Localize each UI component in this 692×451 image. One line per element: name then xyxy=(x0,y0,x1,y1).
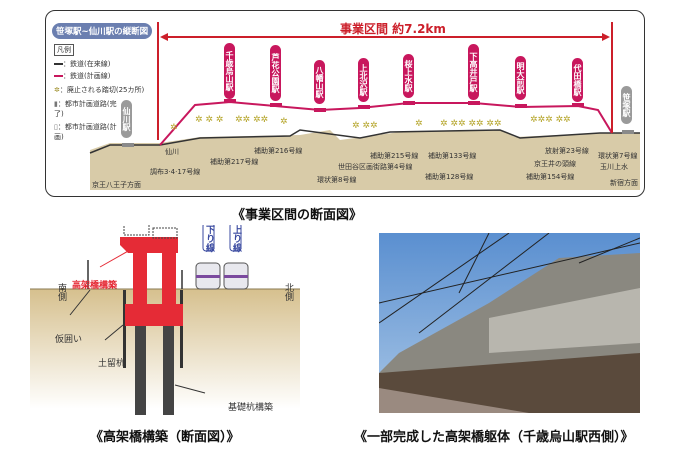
legend-item: ：都市計画道路(計画) xyxy=(54,123,117,141)
viaduct-column xyxy=(133,253,147,308)
down-line-label: 下り線 xyxy=(204,225,214,252)
profile-caption: 《事業区間の断面図》 xyxy=(232,208,363,223)
station-kamikitazawa: 上北沢駅 xyxy=(358,58,369,102)
station-meidaimae: 明大前駅 xyxy=(515,56,526,100)
foundation-pile-label: 基礎杭構築 xyxy=(228,403,274,413)
road-label: 環状第8号線 xyxy=(317,176,357,184)
station-daitabashi: 代田橋駅 xyxy=(572,58,583,102)
platforms xyxy=(122,99,634,147)
ground xyxy=(90,130,640,190)
structure-diagram xyxy=(30,225,300,415)
station-sakurajosui: 桜上水駅 xyxy=(403,54,414,98)
svg-text:✲ ✲✲: ✲ ✲✲ xyxy=(352,121,377,131)
road-label: 補助第217号線 xyxy=(210,158,259,166)
road-label: 補助第128号線 xyxy=(425,173,474,181)
viaduct-deck xyxy=(120,237,178,253)
retaining-pile xyxy=(123,290,126,368)
road-planned-icon: ▯ xyxy=(54,123,58,131)
legend-heading: 凡例 xyxy=(54,44,74,56)
crossing-icon: ✲ xyxy=(54,86,60,94)
existing-line-swatch xyxy=(54,63,63,65)
viaduct-footing xyxy=(125,304,183,326)
road-label: 京王井の頭線 xyxy=(534,160,576,168)
road-label: 調布3·4·17号線 xyxy=(150,168,201,176)
arrow-head-right xyxy=(602,33,610,41)
foundation-pile xyxy=(163,325,174,415)
station-sengawa: 仙川駅 xyxy=(121,100,132,138)
svg-text:✲: ✲ xyxy=(415,119,423,129)
road-label: 補助第154号線 xyxy=(526,173,575,181)
legend: 凡例 ：鉄道(在来線) ：鉄道(計画線) ✲：廃止される踏切(25カ所) ▮：都… xyxy=(54,44,144,142)
future-train-outline xyxy=(123,225,150,236)
legend-item: ：鉄道(在来線) xyxy=(63,60,111,68)
train-up xyxy=(223,262,249,290)
road-label: 玉川上水 xyxy=(600,163,628,171)
road-done-icon: ▮ xyxy=(54,100,58,108)
legend-item: ：鉄道(計画線) xyxy=(63,72,111,80)
profile-diagram: ✲ ✲ ✲ ✲ ✲✲ ✲✲ ✲ ✲ ✲✲ ✲ ✲ ✲✲ ✲✲ ✲✲ ✲✲✲ ✲✲ xyxy=(89,22,640,190)
svg-text:✲: ✲ xyxy=(170,123,178,133)
arrow-head-left xyxy=(160,33,168,41)
north-label: 北側 xyxy=(283,283,293,301)
photo-caption: 《一部完成した高架橋躯体（千歳烏山駅西側）》 xyxy=(354,430,634,445)
station-roka-koen: 芦花公園駅 xyxy=(270,45,281,101)
planned-line-swatch xyxy=(54,75,63,77)
fence-label: 仮囲い xyxy=(55,335,83,345)
road-label: 仙川 xyxy=(165,148,179,156)
south-label: 南側 xyxy=(56,283,66,301)
profile-panel xyxy=(45,10,645,197)
svg-text:✲ ✲ ✲: ✲ ✲ ✲ xyxy=(195,115,223,125)
legend-item: ：廃止される踏切(25カ所) xyxy=(59,86,145,94)
viaduct-column xyxy=(162,253,176,308)
foundation-pile xyxy=(135,325,146,415)
viaduct-label: 高架橋構築 xyxy=(72,281,118,291)
road-label: 放射第23号線 xyxy=(545,147,589,155)
train-down xyxy=(195,262,221,290)
road-label: 環状第7号線 xyxy=(598,152,638,160)
svg-text:✲✲ ✲✲: ✲✲ ✲✲ xyxy=(235,115,268,125)
up-line-label: 上り線 xyxy=(231,225,241,252)
svg-text:✲: ✲ xyxy=(280,117,288,127)
station-shimotakaido: 下高井戸駅 xyxy=(468,44,479,100)
retaining-pile-label: 土留杭 xyxy=(98,359,126,369)
viaduct-photo xyxy=(379,233,640,413)
structure-caption: 《高架橋構築（断面図）》 xyxy=(90,430,240,445)
direction-label: 京王八王子方面 xyxy=(92,181,141,189)
road-label: 補助第216号線 xyxy=(254,147,303,155)
crossing-icons: ✲ ✲ ✲ ✲ ✲✲ ✲✲ ✲ ✲ ✲✲ ✲ ✲ ✲✲ ✲✲ ✲✲ ✲✲✲ ✲✲ xyxy=(170,115,571,133)
road-label: 補助第133号線 xyxy=(428,152,477,160)
direction-label: 新宿方面 xyxy=(610,179,638,187)
existing-line xyxy=(89,129,640,154)
road-label: 補助第215号線 xyxy=(370,152,419,160)
station-chitose-karasuyama: 千歳烏山駅 xyxy=(224,43,235,99)
station-hachimanyama: 八幡山駅 xyxy=(314,60,325,104)
station-sasazuka: 笹塚駅 xyxy=(621,86,632,124)
svg-text:✲ ✲✲ ✲✲ ✲✲: ✲ ✲✲ ✲✲ ✲✲ xyxy=(440,119,501,129)
retaining-pile xyxy=(180,290,183,368)
section-label: 事業区間 約7.2km xyxy=(340,22,446,36)
road-label: 世田谷区画街路第4号線 xyxy=(338,163,413,171)
legend-item: ：都市計画道路(完了) xyxy=(54,100,117,118)
svg-text:✲✲✲ ✲✲: ✲✲✲ ✲✲ xyxy=(530,115,571,125)
profile-title: 笹塚駅~仙川駅の縦断図 xyxy=(52,23,153,39)
